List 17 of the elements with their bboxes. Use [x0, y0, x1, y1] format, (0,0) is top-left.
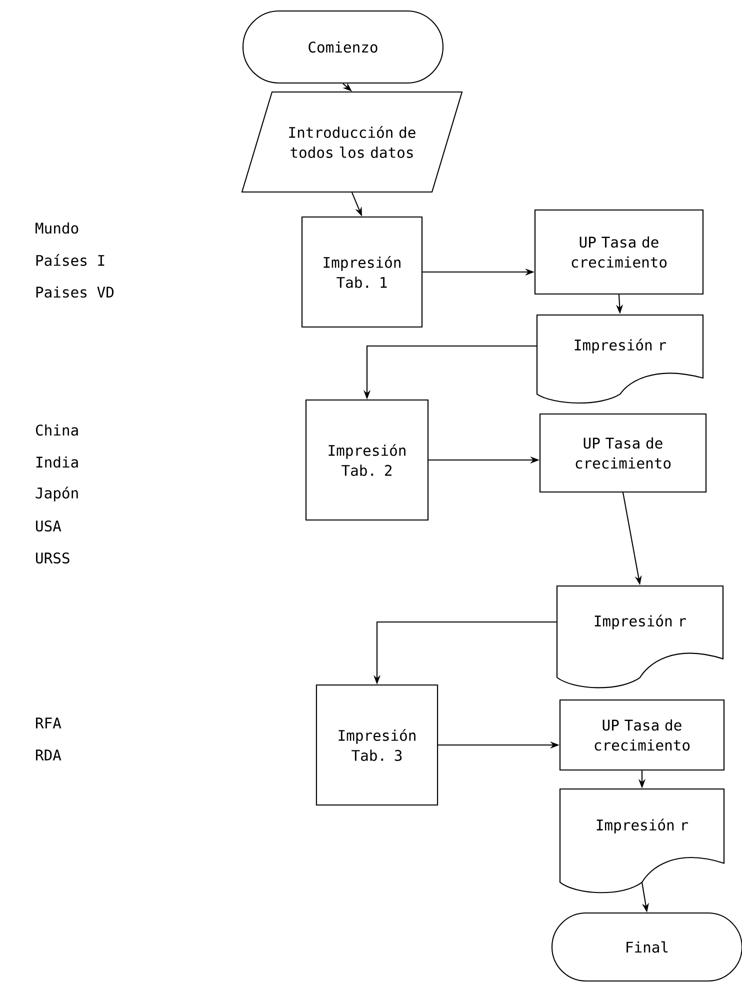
side-label: Países I: [36, 254, 104, 266]
process-box: Impresión Tab. 1: [301, 216, 423, 328]
side-label: USA: [36, 520, 62, 532]
input-parallelogram: Introducción de todos los datos: [241, 91, 463, 193]
side-label: Japón: [36, 486, 78, 502]
process-box: Impresión Tab. 3: [316, 684, 438, 806]
side-label: India: [36, 456, 78, 468]
side-label: RDA: [36, 750, 62, 760]
side-label: URSS: [36, 552, 70, 564]
side-label: RFA: [36, 718, 62, 728]
side-label: Mundo: [36, 222, 78, 234]
process-box: UP Tasa de crecimiento: [534, 209, 704, 295]
process-box: UP Tasa de crecimiento: [539, 413, 707, 493]
process-box: Impresión Tab. 2: [305, 399, 429, 521]
side-label: Paises VD: [36, 286, 114, 298]
side-label: China: [36, 424, 78, 436]
process-box: UP Tasa de crecimiento: [559, 699, 725, 771]
